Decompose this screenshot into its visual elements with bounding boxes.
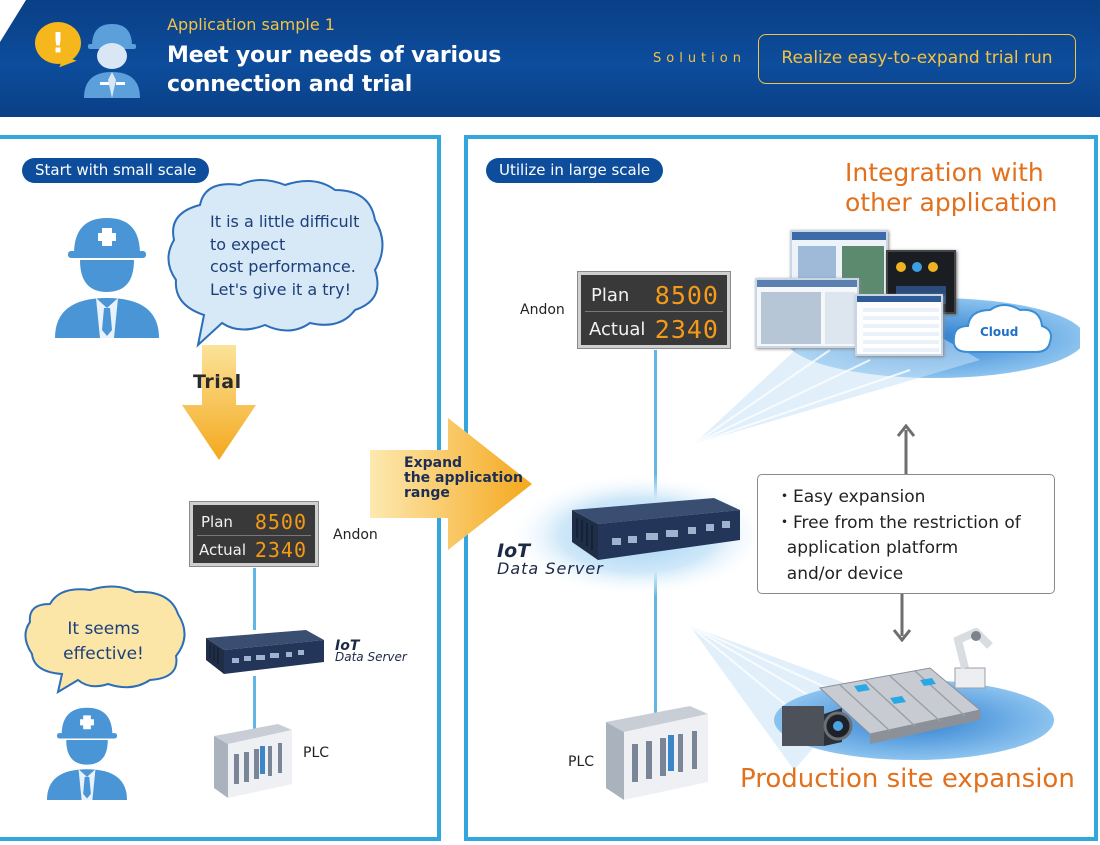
andon-plan-value: 8500 xyxy=(254,510,307,534)
iot-label-large: IoT Data Server xyxy=(497,542,604,578)
bubble-top-line-4: Let's give it a try! xyxy=(210,279,351,299)
bubble-top-line-2: to expect xyxy=(210,234,286,254)
info-item-3: application platform xyxy=(776,538,959,558)
title-line-1: Meet your needs of various xyxy=(167,43,502,68)
small-scale-pill: Start with small scale xyxy=(22,158,210,183)
header-corner-cut xyxy=(0,0,26,42)
bubble-bottom-line-2: effective! xyxy=(63,644,144,664)
cloud-label: Cloud xyxy=(980,325,1019,339)
plc-label-right: PLC xyxy=(568,754,595,770)
andon-actual-row: Actual 2340 xyxy=(193,537,315,563)
andon-large-actual-value: 2340 xyxy=(654,314,719,344)
expand-label-line-3: range xyxy=(404,485,450,501)
andon-actual-label: Actual xyxy=(199,541,246,559)
andon-large-plan-value: 8500 xyxy=(654,280,719,310)
arrow-up-icon xyxy=(896,424,916,476)
andon-board-large: Plan 8500 Actual 2340 xyxy=(578,272,730,348)
bubble-bottom-text: It seems effective! xyxy=(46,617,161,667)
andon-large-plan-row: Plan 8500 xyxy=(581,279,727,311)
bubble-top-line-1: It is a little difficult xyxy=(210,212,360,231)
large-scale-pill: Utilize in large scale xyxy=(486,158,664,183)
arrow-down-icon xyxy=(892,592,912,642)
iot-label-large-line-2: Data Server xyxy=(497,559,604,578)
andon-plan-label: Plan xyxy=(201,513,233,531)
expand-label-line-2: the application xyxy=(404,470,523,486)
solution-box: Realize easy-to-expand trial run xyxy=(758,34,1076,84)
bubble-bottom-line-1: It seems xyxy=(67,619,140,639)
trial-arrow-icon xyxy=(182,345,256,460)
solution-label: Solution xyxy=(653,51,746,66)
integration-title: Integration with other application xyxy=(845,158,1057,218)
header-banner: ! Application sample 1 Meet your needs o… xyxy=(0,0,1100,117)
iot-server-device-small xyxy=(206,630,324,674)
alert-icon: ! xyxy=(35,22,81,64)
expansion-info-box: ・Easy expansion ・Free from the restricti… xyxy=(757,474,1055,594)
alert-icon-glyph: ! xyxy=(51,26,65,59)
plc-device-small xyxy=(214,724,292,798)
expand-label: Expand the application range xyxy=(404,456,523,501)
bubble-top-line-3: cost performance. xyxy=(210,257,356,276)
integration-title-line-2: other application xyxy=(845,188,1058,217)
worker-icon xyxy=(84,24,140,98)
app-screenshot-4 xyxy=(855,294,943,356)
cloud-icon xyxy=(952,304,1052,353)
app-screenshot-3 xyxy=(755,278,859,348)
andon-large-actual-row: Actual 2340 xyxy=(581,313,727,345)
iot-label-large-line-1: IoT xyxy=(497,540,531,562)
expand-arrow-icon xyxy=(370,418,532,550)
trial-label: Trial xyxy=(193,371,242,393)
expand-label-line-1: Expand xyxy=(404,455,463,471)
iot-label-small: IoT Data Server xyxy=(335,638,407,664)
info-item-1: ・Easy expansion xyxy=(776,487,926,507)
iot-server-device-large xyxy=(572,498,740,560)
andon-separator xyxy=(197,535,311,536)
andon-label-left: Andon xyxy=(333,527,378,543)
andon-large-separator xyxy=(585,311,723,312)
application-sample-label: Application sample 1 xyxy=(167,15,335,34)
andon-actual-value: 2340 xyxy=(254,538,307,562)
connection-line-andon-server xyxy=(253,568,256,630)
thought-bubble-top xyxy=(167,179,384,348)
bubble-top-text: It is a little difficult to expect cost … xyxy=(210,211,359,301)
andon-plan-row: Plan 8500 xyxy=(193,509,315,535)
worker-helmet-icon xyxy=(55,218,159,338)
thought-bubble-bottom xyxy=(24,585,186,694)
andon-label-right: Andon xyxy=(520,302,565,318)
plc-device-large xyxy=(606,706,708,800)
production-title: Production site expansion xyxy=(740,764,1075,794)
connection-line-server-plc xyxy=(253,676,256,730)
worker-helmet-icon-bottom xyxy=(47,707,127,800)
andon-large-actual-label: Actual xyxy=(589,318,646,340)
production-line-illustration xyxy=(782,628,993,746)
info-item-2: ・Free from the restriction of xyxy=(776,512,1021,533)
plc-label-left: PLC xyxy=(303,745,330,761)
info-item-4: and/or device xyxy=(776,563,904,584)
andon-board-small: Plan 8500 Actual 2340 xyxy=(190,502,318,566)
andon-large-plan-label: Plan xyxy=(591,284,630,306)
page-title: Meet your needs of various connection an… xyxy=(167,41,501,99)
iot-label-small-line-2: Data Server xyxy=(335,650,407,664)
title-line-2: connection and trial xyxy=(167,72,413,97)
iot-label-small-line-1: IoT xyxy=(335,638,360,654)
integration-title-line-1: Integration with xyxy=(845,158,1044,187)
